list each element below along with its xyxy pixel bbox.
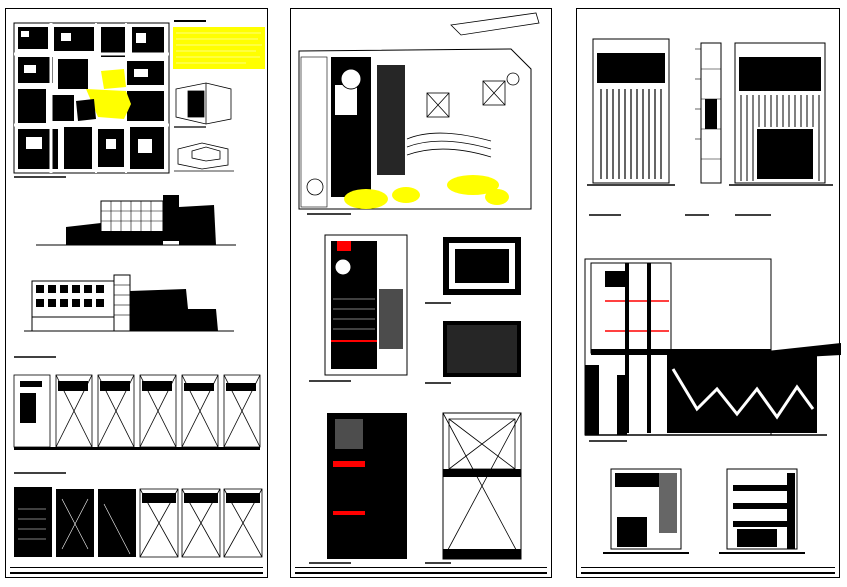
elevation-2 [24, 274, 234, 332]
floor-plan-c [425, 321, 521, 384]
floor-plans-row-2 [14, 472, 263, 558]
floor-plan-d [309, 413, 407, 564]
longitudinal-section [584, 258, 841, 442]
cross-section-2 [719, 468, 805, 554]
sheet-1-drawings [13, 20, 265, 558]
sheet-3-drawings [584, 38, 841, 554]
site-plan [298, 12, 540, 215]
elevation-1 [36, 195, 236, 246]
location-map [13, 22, 170, 178]
floor-plan-a [309, 234, 408, 382]
floor-plan-e [425, 412, 522, 564]
title-block-1 [10, 567, 263, 574]
facade-side [685, 42, 722, 216]
notes-block [173, 20, 265, 69]
volume-sketches [174, 82, 234, 172]
title-block-3 [581, 567, 835, 574]
floor-plans-row-1 [13, 356, 261, 450]
drawing-sheet-3 [576, 8, 841, 578]
sheet-2-drawings [298, 12, 540, 564]
drawing-sheet-1 [5, 8, 268, 578]
facade-left [587, 38, 675, 216]
title-block-2 [295, 567, 547, 574]
cross-section-1 [603, 468, 689, 554]
facade-right [729, 42, 833, 216]
drawing-sheet-2 [290, 8, 552, 578]
floor-plan-b [425, 237, 521, 304]
